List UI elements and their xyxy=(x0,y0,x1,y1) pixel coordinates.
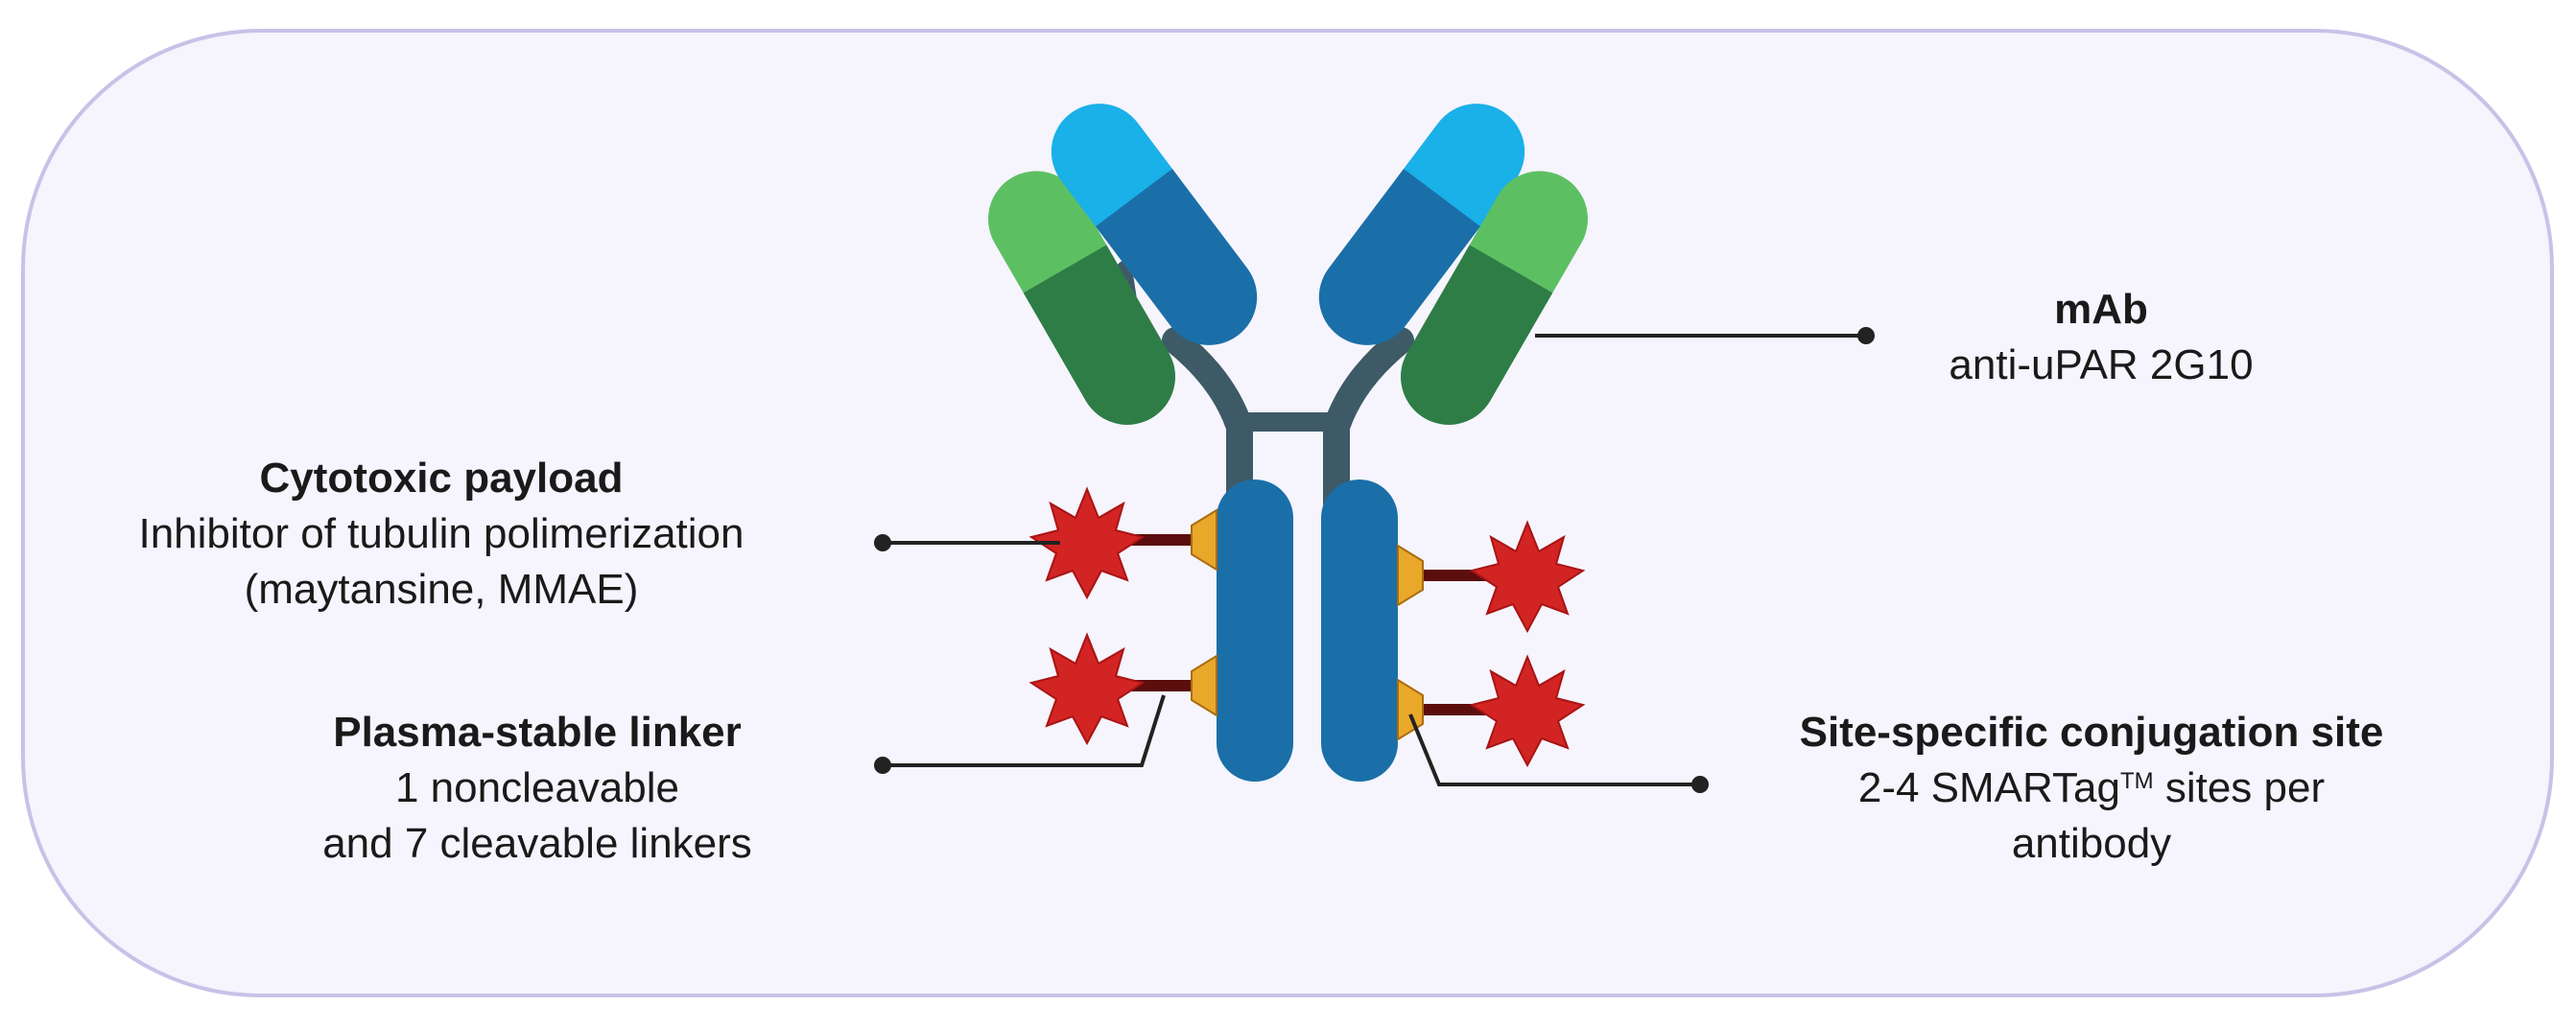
linkers xyxy=(1094,534,1521,715)
right-heavy-chain xyxy=(1318,104,1525,345)
right-fc-stem xyxy=(1321,479,1398,782)
linker-label-title: Plasma-stable linker xyxy=(333,709,742,756)
payload-label-line1: Inhibitor of tubulin polimerization xyxy=(138,510,744,557)
mab-label: mAb anti-uPAR 2G10 xyxy=(1861,282,2341,393)
site-label-line1-post: sites per xyxy=(2153,764,2326,811)
cytotoxic-payloads xyxy=(1028,486,1586,768)
left-heavy-chain xyxy=(1051,104,1258,345)
mab-label-line1: anti-uPAR 2G10 xyxy=(1949,341,2254,388)
payload-label: Cytotoxic payload Inhibitor of tubulin p… xyxy=(29,451,854,618)
site-label: Site-specific conjugation site 2-4 SMART… xyxy=(1727,705,2456,872)
site-label-line1-pre: 2-4 SMARTag xyxy=(1857,764,2120,811)
left-fc-stem xyxy=(1217,479,1293,782)
right-light-chain xyxy=(1401,171,1588,425)
linker-callout-line xyxy=(883,694,1166,767)
site-label-line2: antibody xyxy=(2011,820,2172,867)
linker-label-line1: 1 noncleavable xyxy=(394,764,679,811)
mab-label-title: mAb xyxy=(2054,286,2148,333)
payload-star xyxy=(1028,632,1146,746)
linker-label: Plasma-stable linker 1 noncleavable and … xyxy=(240,705,835,872)
callout-lines xyxy=(883,334,1866,786)
site-label-trademark: TM xyxy=(2119,768,2154,794)
payload-label-title: Cytotoxic payload xyxy=(259,455,624,502)
conjugation-sites xyxy=(1191,508,1424,741)
payload-star xyxy=(1469,654,1586,768)
linker-label-line2: and 7 cleavable linkers xyxy=(322,820,752,867)
site-callout-line xyxy=(1408,713,1700,786)
payload-star xyxy=(1028,486,1146,600)
payload-label-line2: (maytansine, MMAE) xyxy=(244,566,639,613)
site-label-line1: 2-4 SMARTagTM sites per xyxy=(1727,760,2456,816)
site-label-title: Site-specific conjugation site xyxy=(1799,709,2384,756)
callout-dots xyxy=(874,327,1875,793)
payload-star xyxy=(1469,520,1586,634)
